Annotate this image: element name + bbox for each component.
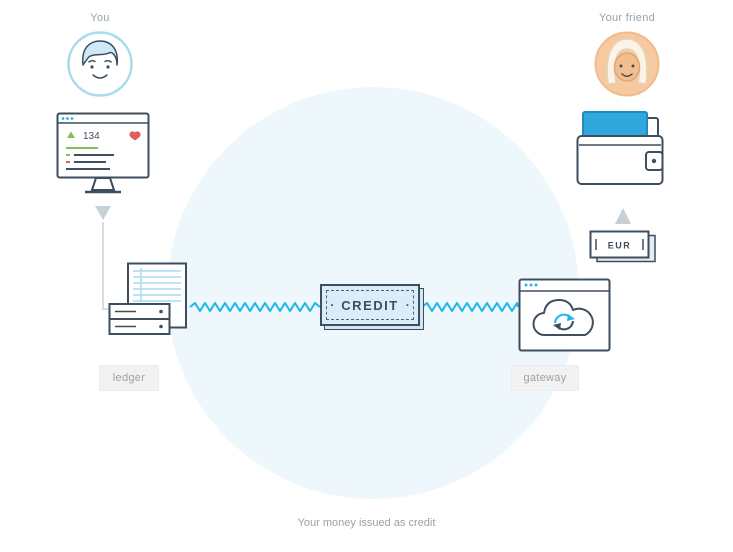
- credit-stamp-text: CREDIT: [341, 297, 399, 313]
- gateway-label: gateway: [511, 365, 579, 391]
- eur-note-text: EUR: [608, 241, 632, 251]
- up-triangle-icon: [67, 131, 75, 138]
- female-avatar-icon: [594, 31, 660, 97]
- label-your-friend: Your friend: [598, 12, 656, 24]
- credit-stamp-front: · CREDIT ·: [320, 284, 420, 326]
- ledger: [108, 262, 190, 345]
- avatar-you: [66, 30, 134, 103]
- cloud-sync-browser-icon: [518, 278, 611, 352]
- avatar-friend: [593, 30, 661, 103]
- wallet-cards-icon: [576, 111, 664, 185]
- label-you: You: [90, 12, 110, 24]
- down-arrow-icon: [95, 206, 111, 220]
- gateway: [518, 278, 611, 357]
- caption: Your money issued as credit: [297, 517, 436, 529]
- ledger-server-icon: [108, 262, 187, 335]
- heart-icon: [129, 131, 141, 141]
- credit-stamp: · CREDIT ·: [320, 284, 424, 330]
- wallet: [576, 110, 666, 193]
- eur-note: EUR: [589, 230, 657, 269]
- stamp-decor-right: ·: [405, 298, 410, 312]
- monitor-value: 134: [83, 131, 100, 142]
- up-arrow-icon: [615, 208, 631, 224]
- stamp-decor-left: ·: [330, 298, 335, 312]
- banknote-icon: EUR: [589, 230, 656, 263]
- monitor-chart-icon: 134: [56, 112, 150, 194]
- ledger-label: ledger: [99, 365, 159, 391]
- cloud-icon: [532, 299, 594, 337]
- monitor: 134: [56, 112, 150, 205]
- male-avatar-icon: [67, 31, 133, 97]
